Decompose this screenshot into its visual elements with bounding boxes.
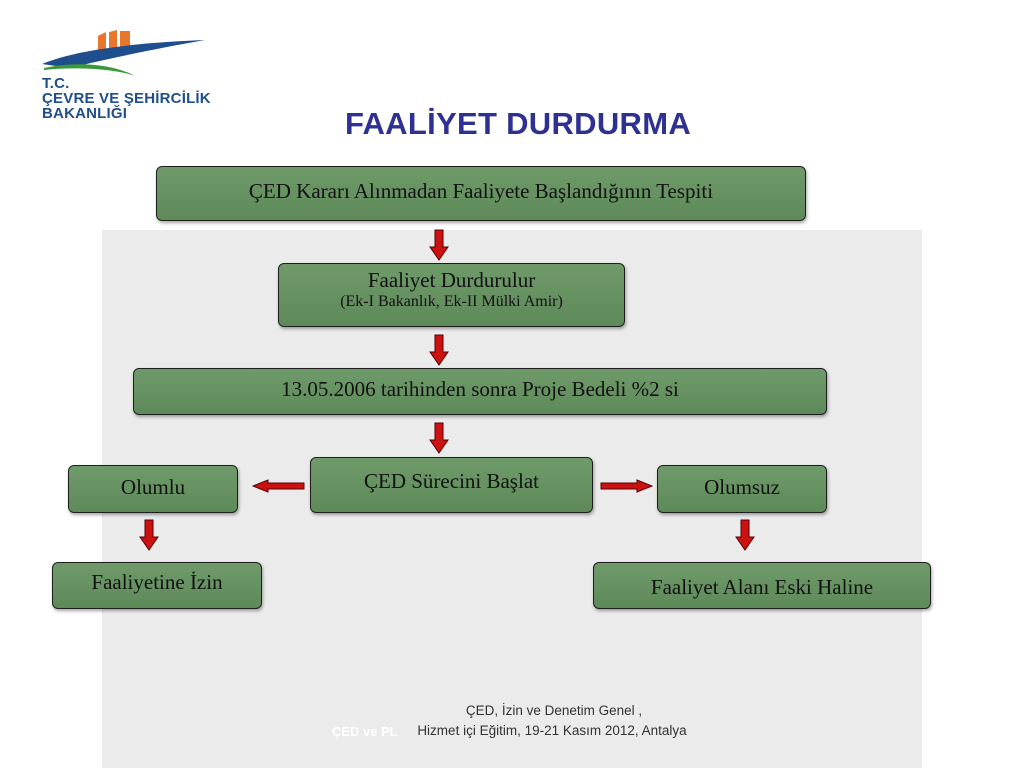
box-surec-label: ÇED Sürecini Başlat: [364, 469, 539, 493]
box-eski-hal: Faaliyet Alanı Eski Haline: [593, 562, 931, 609]
box-izin: Faaliyetine İzin: [52, 562, 262, 609]
box-olumsuz-label: Olumsuz: [704, 475, 780, 499]
page-title: FAALİYET DURDURMA: [344, 106, 692, 141]
arrow-down-olumsuz: [735, 519, 755, 551]
logo-emblem-icon: [42, 30, 205, 76]
logo-line-1: T.C.: [42, 75, 70, 92]
box-bedel: 13.05.2006 tarihinden sonra Proje Bedeli…: [133, 368, 827, 415]
box-eski-hal-label: Faaliyet Alanı Eski Haline: [650, 575, 874, 599]
box-olumlu-label: Olumlu: [120, 475, 186, 499]
arrow-down-1: [429, 229, 449, 261]
footer-ghost-text: ÇED ve PL: [332, 724, 398, 739]
box-izin-label: Faaliyetine İzin: [91, 570, 223, 594]
logo-line-2: ÇEVRE VE ŞEHİRCİLİK: [42, 90, 211, 107]
box-tespit: ÇED Kararı Alınmadan Faaliyete Başlandığ…: [156, 166, 806, 221]
box-bedel-label: 13.05.2006 tarihinden sonra Proje Bedeli…: [281, 377, 679, 401]
box-surec: ÇED Sürecini Başlat: [310, 457, 593, 513]
ministry-logo: T.C. ÇEVRE VE ŞEHİRCİLİK BAKANLIĞI: [40, 28, 220, 128]
logo-text: T.C. ÇEVRE VE ŞEHİRCİLİK BAKANLIĞI: [42, 76, 211, 121]
box-olumlu: Olumlu: [68, 465, 238, 513]
arrow-down-olumlu: [139, 519, 159, 551]
footer-line-1: ÇED, İzin ve Denetim Genel ,: [465, 703, 643, 718]
arrow-left: [252, 479, 305, 493]
box-olumsuz: Olumsuz: [657, 465, 827, 513]
box-tespit-label: ÇED Kararı Alınmadan Faaliyete Başlandığ…: [248, 179, 714, 203]
arrow-down-3: [429, 422, 449, 454]
box-durdurulur-sublabel: (Ek-I Bakanlık, Ek-II Mülki Amir): [340, 293, 563, 310]
box-durdurulur: Faaliyet Durdurulur (Ek-I Bakanlık, Ek-I…: [278, 263, 625, 327]
footer-line-2: Hizmet içi Eğitim, 19-21 Kasım 2012, Ant…: [417, 723, 687, 738]
arrow-down-2: [429, 334, 449, 366]
box-durdurulur-label: Faaliyet Durdurulur: [367, 268, 536, 292]
arrow-right: [600, 479, 653, 493]
logo-line-3: BAKANLIĞI: [42, 105, 128, 122]
